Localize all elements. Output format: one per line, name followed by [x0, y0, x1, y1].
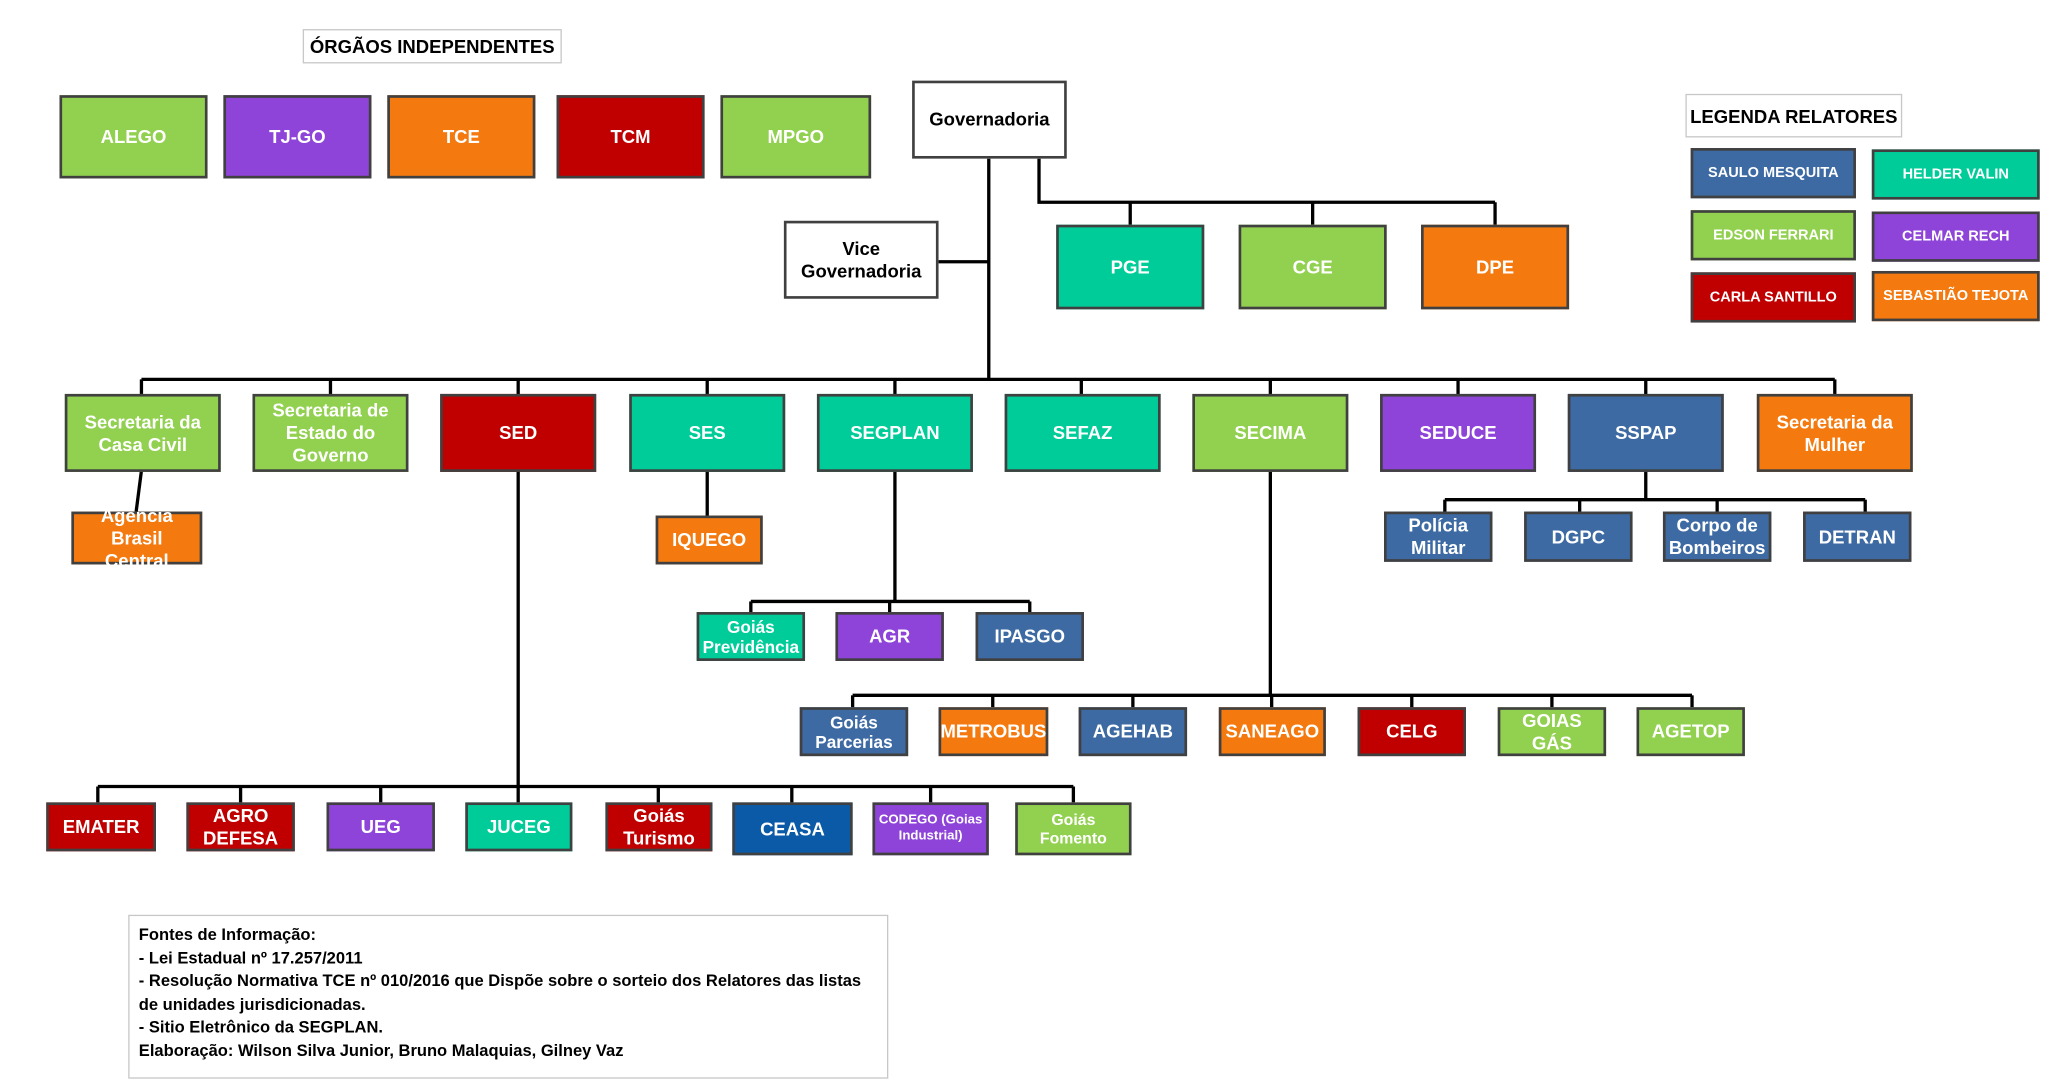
box-governadoria[interactable]: Governadoria: [912, 80, 1067, 159]
legend-helder-valin: HELDER VALIN: [1871, 149, 2040, 200]
box-cge[interactable]: CGE: [1238, 224, 1387, 310]
box-dgpc[interactable]: DGPC: [1524, 511, 1633, 562]
box-vice-governadoria[interactable]: Vice Governadoria: [783, 220, 939, 299]
independent-title: ÓRGÃOS INDEPENDENTES: [302, 29, 562, 64]
legend-carla-santillo: CARLA SANTILLO: [1690, 272, 1856, 323]
box-agencia-brasil-central[interactable]: Agência Brasil Central: [71, 504, 203, 570]
legend-sebastiao-tejota: SEBASTIÃO TEJOTA: [1871, 270, 2040, 322]
box-goias-parcerias[interactable]: Goiás Parcerias: [799, 707, 909, 757]
box-secretaria-mulher[interactable]: Secretaria da Mulher: [1756, 393, 1913, 472]
legend-edson-ferrari: EDSON FERRARI: [1690, 210, 1856, 261]
box-goias-fomento[interactable]: Goiás Fomento: [1015, 802, 1132, 856]
legend-title: LEGENDA RELATORES: [1685, 93, 1903, 138]
notes-line: - Sitio Eletrônico da SEGPLAN.: [138, 1017, 384, 1037]
notes-line: - Resolução Normativa TCE nº 010/2016 qu…: [138, 971, 862, 1014]
sources-notes: Fontes de Informação: - Lei Estadual nº …: [128, 914, 889, 1079]
box-agetop[interactable]: AGETOP: [1636, 707, 1745, 757]
box-goias-turismo[interactable]: Goiás Turismo: [605, 802, 713, 852]
box-tce[interactable]: TCE: [387, 95, 536, 179]
box-ses[interactable]: SES: [629, 393, 786, 472]
notes-heading: Fontes de Informação:: [138, 925, 316, 944]
box-casa-civil[interactable]: Secretaria da Casa Civil: [64, 393, 221, 472]
notes-line: - Lei Estadual nº 17.257/2011: [138, 948, 363, 967]
legend-celmar-rech: CELMAR RECH: [1871, 211, 2040, 262]
box-celg[interactable]: CELG: [1357, 707, 1466, 757]
box-emater[interactable]: EMATER: [46, 802, 156, 852]
box-tcm[interactable]: TCM: [556, 95, 705, 179]
box-goias-gas[interactable]: GOIAS GÁS: [1497, 707, 1607, 757]
legend-saulo-mesquita: SAULO MESQUITA: [1690, 148, 1856, 199]
box-saneago[interactable]: SANEAGO: [1218, 707, 1326, 757]
box-seduce[interactable]: SEDUCE: [1380, 393, 1537, 472]
box-sefaz[interactable]: SEFAZ: [1004, 393, 1161, 472]
box-sed[interactable]: SED: [440, 393, 597, 472]
box-agehab[interactable]: AGEHAB: [1078, 707, 1188, 757]
box-ceasa[interactable]: CEASA: [732, 802, 853, 856]
box-corpo-bombeiros[interactable]: Corpo de Bombeiros: [1662, 511, 1772, 562]
box-mpgo[interactable]: MPGO: [720, 95, 872, 179]
box-estado-governo[interactable]: Secretaria de Estado do Governo: [252, 393, 409, 472]
box-ipasgo[interactable]: IPASGO: [975, 612, 1084, 661]
notes-line: Elaboração: Wilson Silva Junior, Bruno M…: [138, 1040, 624, 1060]
box-goias-previdencia[interactable]: Goiás Previdência: [696, 612, 806, 661]
box-sspap[interactable]: SSPAP: [1567, 393, 1724, 472]
box-metrobus[interactable]: METROBUS: [938, 707, 1049, 757]
box-codego[interactable]: CODEGO (Goias Industrial): [872, 802, 989, 856]
box-detran[interactable]: DETRAN: [1803, 511, 1912, 562]
box-iquego[interactable]: IQUEGO: [655, 515, 763, 565]
box-pge[interactable]: PGE: [1056, 224, 1205, 310]
box-secima[interactable]: SECIMA: [1192, 393, 1349, 472]
box-policia-militar[interactable]: Polícia Militar: [1384, 511, 1493, 562]
box-agr[interactable]: AGR: [835, 612, 944, 661]
box-tjgo[interactable]: TJ-GO: [223, 95, 372, 179]
box-alego[interactable]: ALEGO: [59, 95, 208, 179]
box-agro-defesa[interactable]: AGRO DEFESA: [186, 802, 295, 852]
box-segplan[interactable]: SEGPLAN: [816, 393, 973, 472]
box-juceg[interactable]: JUCEG: [465, 802, 573, 852]
box-ueg[interactable]: UEG: [326, 802, 435, 852]
box-dpe[interactable]: DPE: [1421, 224, 1570, 310]
